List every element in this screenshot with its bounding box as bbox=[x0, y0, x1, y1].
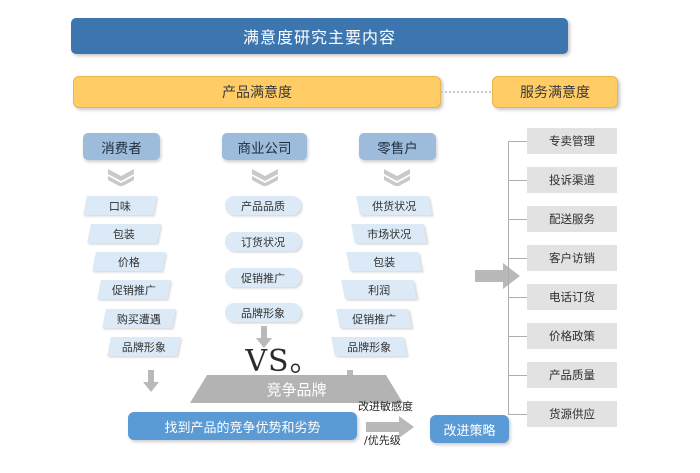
column-header-commercial-company: 商业公司 bbox=[222, 133, 307, 160]
connector-tick bbox=[508, 219, 527, 220]
list-item: 品牌形象 bbox=[331, 337, 407, 356]
list-item: 购买遭遇 bbox=[102, 309, 176, 328]
list-item: 客户访销 bbox=[527, 245, 617, 271]
list-item: 市场状况 bbox=[351, 224, 427, 243]
findings-box: 找到产品的竞争优势和劣势 bbox=[128, 412, 357, 440]
vs-label: VS。 bbox=[245, 344, 321, 379]
competitive-brand-shape: 竞争品牌 bbox=[190, 375, 403, 403]
list-item: 包装 bbox=[346, 252, 422, 271]
banner-product-satisfaction: 产品满意度 bbox=[73, 76, 441, 108]
list-item: 产品质量 bbox=[527, 362, 617, 388]
list-item: 投诉渠道 bbox=[527, 167, 617, 193]
double-chevron-down-icon bbox=[384, 169, 410, 186]
column-header-consumer: 消费者 bbox=[83, 133, 160, 160]
banner-service-satisfaction: 服务满意度 bbox=[492, 76, 618, 108]
list-item: 货源供应 bbox=[527, 401, 617, 427]
list-item: 供货状况 bbox=[356, 196, 432, 215]
big-arrow-right-icon bbox=[475, 263, 520, 289]
connector-tick bbox=[508, 258, 527, 259]
connector-tick bbox=[508, 414, 527, 415]
list-item: 促销推广 bbox=[225, 268, 301, 287]
connector-tick bbox=[508, 336, 527, 337]
list-item: 价格政策 bbox=[527, 323, 617, 349]
list-item: 价格 bbox=[92, 252, 166, 271]
arrow-right-icon bbox=[366, 416, 414, 438]
list-item: 产品品质 bbox=[225, 196, 301, 215]
service-list-connector bbox=[508, 141, 509, 415]
list-item: 促销推广 bbox=[336, 309, 412, 328]
double-chevron-down-icon bbox=[108, 169, 134, 186]
list-item: 品牌形象 bbox=[225, 303, 301, 322]
connector-tick bbox=[508, 375, 527, 376]
connector-tick bbox=[508, 141, 527, 142]
list-item: 配送服务 bbox=[527, 206, 617, 232]
list-item: 电话订货 bbox=[527, 284, 617, 310]
arrow-down-icon bbox=[143, 370, 159, 392]
list-item: 利润 bbox=[341, 280, 417, 299]
list-item: 专卖管理 bbox=[527, 128, 617, 154]
connector-tick bbox=[508, 297, 527, 298]
double-chevron-down-icon bbox=[252, 169, 278, 186]
dotted-connector-icon bbox=[441, 91, 491, 93]
page-title: 满意度研究主要内容 bbox=[71, 18, 568, 54]
strategy-box: 改进策略 bbox=[430, 415, 509, 443]
list-item: 包装 bbox=[87, 224, 161, 243]
list-item: 促销推广 bbox=[97, 280, 171, 299]
arrow-down-icon bbox=[256, 326, 272, 348]
list-item: 品牌形象 bbox=[107, 337, 181, 356]
column-header-retailer: 零售户 bbox=[359, 133, 436, 160]
list-item: 订货状况 bbox=[225, 232, 301, 251]
priority-label: /优先级 bbox=[364, 434, 401, 447]
list-item: 口味 bbox=[83, 196, 157, 215]
connector-tick bbox=[508, 180, 527, 181]
sensitivity-label: 改进敏感度 bbox=[358, 400, 413, 413]
